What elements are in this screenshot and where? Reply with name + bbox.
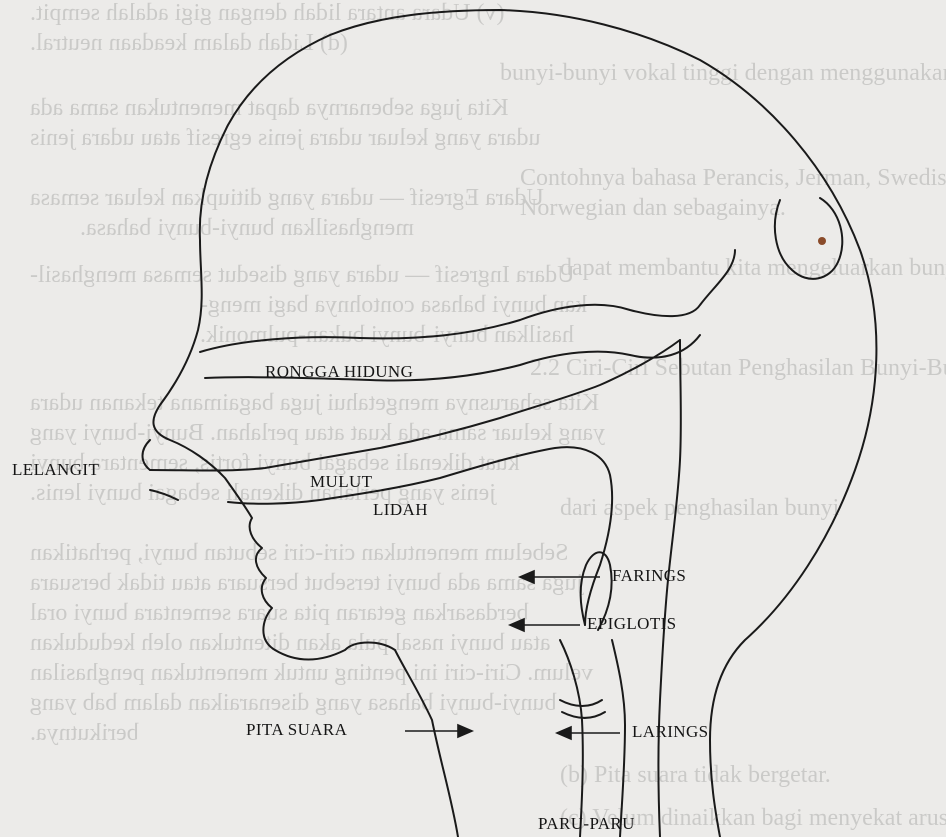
epiglotis-arrowhead [510,619,524,631]
label-larynx: LARINGS [632,722,708,742]
label-palate: LELANGIT [12,460,99,480]
label-lungs: PARU-PARU [538,814,635,834]
label-mouth: MULUT [310,472,372,492]
label-nasal-cavity: RONGGA HIDUNG [265,362,413,382]
head-outline [153,10,876,837]
larings-arrowhead [557,727,571,739]
palate-line [150,340,680,471]
pita-suara-arrowhead [458,725,472,737]
tongue-outline [228,447,612,625]
label-tongue: LIDAH [373,500,428,520]
ear-dot [818,237,826,245]
lips-outline [143,440,151,470]
pharynx-wall [659,340,681,837]
ear-outline [775,198,842,279]
label-pharynx: FARINGS [612,566,686,586]
label-vocal-cords: PITA SUARA [246,720,347,740]
label-epiglottis: EPIGLOTIS [587,614,677,634]
nasal-cavity-outline [200,250,735,352]
faring-arrowhead [520,571,534,583]
